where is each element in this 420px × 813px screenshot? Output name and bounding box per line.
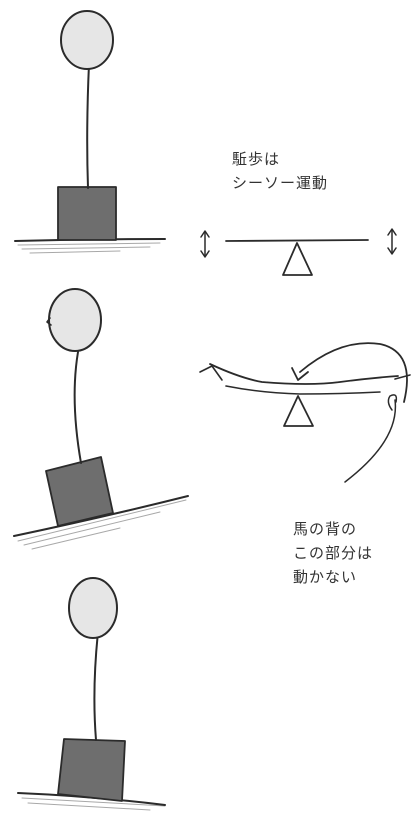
- figure-upright: [15, 11, 165, 253]
- horse-back-line-lower: [226, 386, 380, 394]
- figure-slope-low: [18, 578, 165, 810]
- rider-head-2: [49, 289, 101, 351]
- rider-head-3: [69, 578, 117, 638]
- seesaw-beam: [226, 240, 368, 241]
- rider-body-2: [75, 352, 81, 463]
- seesaw-fulcrum: [283, 243, 312, 275]
- horse-back-caption-line-3: 動かない: [293, 565, 373, 589]
- ground-shadow-3: [22, 798, 165, 810]
- saddle-block-3: [58, 739, 125, 801]
- horse-back-fulcrum: [284, 396, 313, 426]
- leader-line: [345, 400, 395, 482]
- horse-back-caption: 馬の背の この部分は 動かない: [293, 517, 373, 589]
- seesaw-diagram: [201, 229, 396, 275]
- seesaw-caption: 駈歩は シーソー運動: [232, 147, 328, 195]
- up-down-arrow-icon: [388, 229, 396, 254]
- figure-slope: [14, 289, 188, 549]
- seesaw-caption-line-1: 駈歩は: [232, 147, 328, 171]
- horse-back-diagram: [200, 343, 410, 482]
- seesaw-caption-line-2: シーソー運動: [232, 171, 328, 195]
- rider-head-1: [61, 11, 113, 69]
- rider-body-3: [94, 632, 98, 740]
- horse-back-line-upper: [210, 364, 398, 384]
- pointer-arrow-head-icon: [292, 368, 308, 380]
- saddle-block-2: [46, 457, 113, 526]
- rider-body-1: [87, 64, 89, 188]
- ground-shadow-1: [18, 243, 160, 253]
- up-down-arrow-icon: [201, 231, 209, 257]
- saddle-block-1: [58, 187, 116, 240]
- horse-back-caption-line-2: この部分は: [293, 541, 373, 565]
- horse-back-caption-line-1: 馬の背の: [293, 517, 373, 541]
